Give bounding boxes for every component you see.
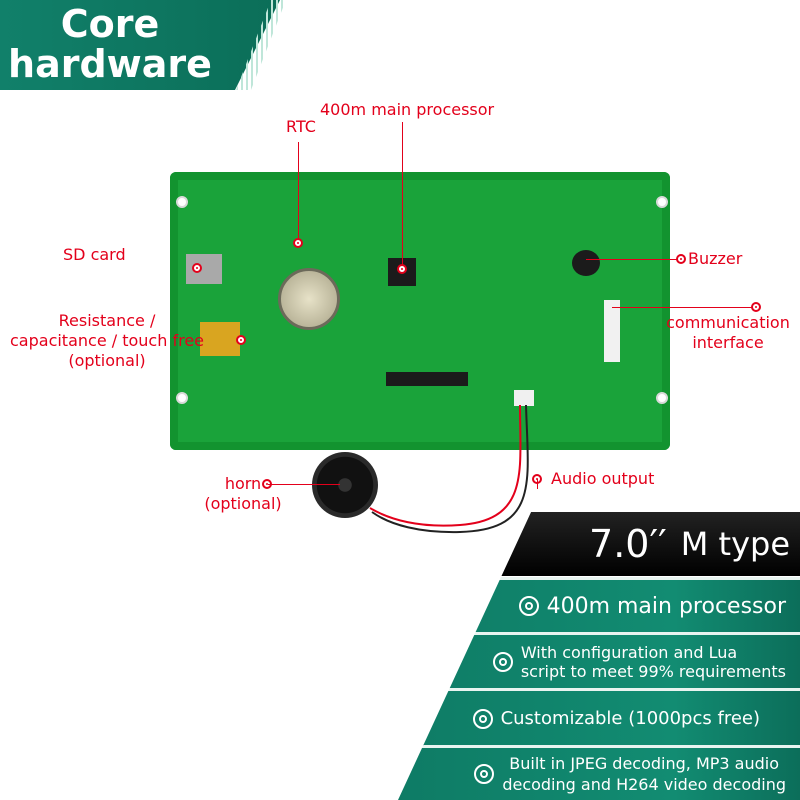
label-horn-line-1: horn (224, 474, 262, 493)
marker-dot (397, 264, 407, 274)
bullet-target-icon (474, 764, 495, 784)
leader-line (612, 307, 757, 308)
label-horn-line-2: (optional) (204, 494, 282, 513)
leader-line (298, 142, 299, 242)
mount-hole (656, 392, 668, 404)
label-touch: Resistance / capacitance / touch free (o… (2, 311, 212, 371)
label-communication: communication interface (662, 313, 794, 353)
label-processor: 400m main processor (320, 100, 495, 119)
speaker-horn (312, 452, 378, 518)
lcd-connector (386, 372, 468, 386)
label-rtc: RTC (286, 117, 316, 136)
label-touch-line-2: capacitance / touch free (10, 331, 204, 350)
marker-dot (751, 302, 761, 312)
leader-line (402, 122, 403, 268)
label-audio-output: Audio output (551, 469, 655, 488)
label-comm-line-1: communication (666, 313, 790, 332)
model-type: M type (680, 525, 790, 563)
marker-dot (676, 254, 686, 264)
label-horn: horn (optional) (200, 474, 286, 514)
mount-hole (656, 196, 668, 208)
divider (398, 688, 800, 691)
label-buzzer: Buzzer (688, 249, 743, 268)
title-line-2: hardware (8, 42, 212, 86)
marker-dot (236, 335, 246, 345)
section-title-banner: Core hardware (0, 0, 280, 90)
leader-line (268, 484, 340, 485)
divider (398, 745, 800, 748)
label-sd-card: SD card (63, 245, 126, 264)
title-line-1: Core (60, 2, 160, 46)
feature-text-line-1: Built in JPEG decoding, MP3 audio (509, 754, 780, 773)
feature-text-line-2: script to meet 99% requirements (520, 661, 786, 681)
communication-connector (604, 300, 620, 362)
leader-line (537, 479, 538, 489)
label-comm-line-2: interface (692, 333, 764, 352)
divider (398, 577, 800, 580)
feature-text: Customizable (1000pcs free) (500, 708, 760, 729)
feature-item: Customizable (1000pcs free) (398, 691, 800, 746)
leader-line (586, 259, 678, 260)
feature-text-line-2: decoding and H264 video decoding (502, 775, 786, 794)
feature-item: Built in JPEG decoding, MP3 audio decodin… (398, 748, 800, 800)
feature-text: 400m main processor (546, 593, 786, 619)
model-size: 7.0′′ (589, 522, 667, 566)
feature-text-line-1: With configuration and Lua (520, 642, 738, 662)
bullet-target-icon (518, 596, 539, 616)
label-touch-line-3: (optional) (68, 351, 146, 370)
mount-hole (176, 196, 188, 208)
divider (398, 632, 800, 635)
audio-connector (514, 390, 534, 406)
bullet-target-icon (492, 651, 513, 672)
rtc-battery (278, 268, 340, 330)
touch-flex-cable (200, 322, 240, 356)
label-touch-line-1: Resistance / (58, 311, 156, 330)
marker-dot (192, 263, 202, 273)
buzzer-component (572, 250, 600, 276)
marker-dot (293, 238, 303, 248)
bullet-target-icon (472, 708, 493, 729)
mount-hole (176, 392, 188, 404)
pcb-board (170, 172, 670, 450)
